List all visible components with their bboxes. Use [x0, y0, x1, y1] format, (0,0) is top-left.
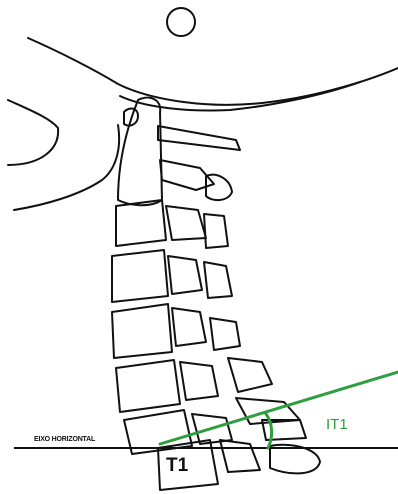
t1-rib-head — [270, 445, 320, 474]
c5-spinous — [204, 262, 232, 298]
skull-base-outline — [28, 38, 398, 105]
vertebra-c6 — [116, 360, 180, 412]
c1-posterior-arch — [158, 126, 240, 150]
horizontal-axis-label: EIXO HORIZONTAL — [34, 436, 96, 443]
t1-process — [220, 440, 260, 472]
c3-process — [166, 206, 206, 240]
angle-label: IT1 — [326, 416, 348, 433]
c5-process — [172, 308, 206, 346]
t1-slope-line — [160, 372, 398, 444]
vertebra-c3 — [116, 200, 166, 246]
vertebra-label: T1 — [166, 455, 189, 476]
face-outline — [14, 125, 119, 210]
vertebra-c4 — [112, 250, 168, 302]
c4-process — [168, 256, 202, 294]
ear-circle — [167, 8, 195, 36]
c6-process — [180, 362, 218, 400]
jaw-outline — [8, 100, 58, 165]
c7-spinous — [228, 358, 272, 392]
c4-spinous — [204, 214, 228, 248]
vertebra-c5 — [112, 304, 172, 358]
c6-spinous — [210, 318, 240, 350]
